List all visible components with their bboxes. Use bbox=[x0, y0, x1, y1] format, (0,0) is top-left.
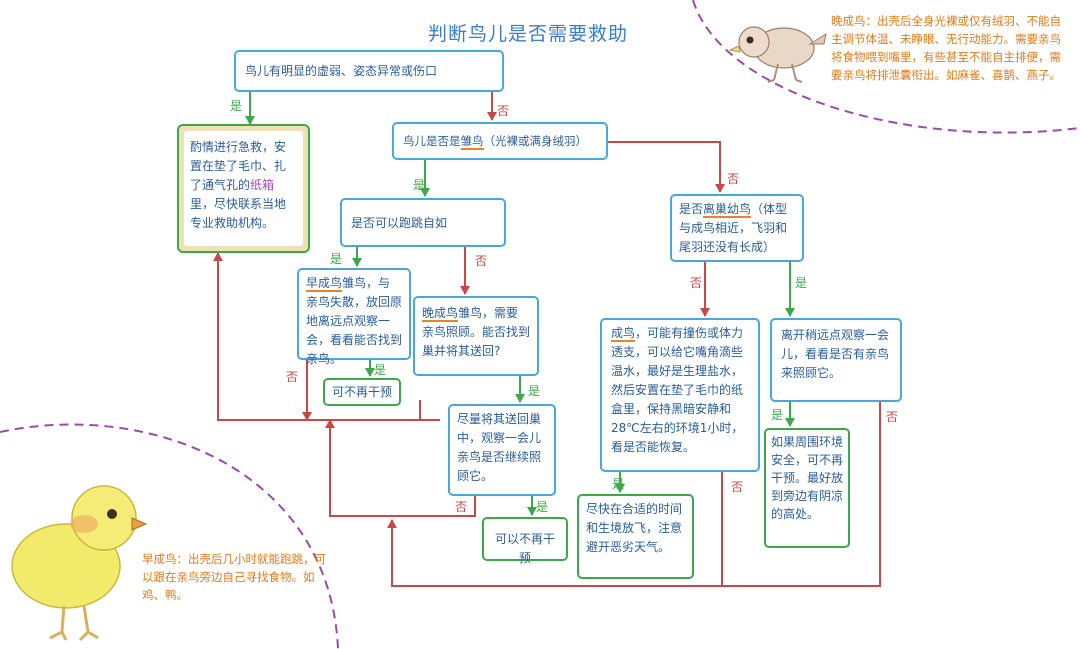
label-yes: 是 bbox=[612, 477, 625, 491]
label-no: 否 bbox=[497, 104, 510, 118]
node-no-intervene-2: 可以不再干预 bbox=[482, 517, 568, 565]
label-no: 否 bbox=[475, 254, 488, 268]
node-can-hop: 是否可以跑跳自如 bbox=[340, 198, 506, 247]
arrowhead bbox=[245, 116, 255, 125]
arrowhead bbox=[700, 308, 710, 317]
line-adult-no bbox=[391, 472, 723, 587]
node-is-nestling: 鸟儿是否是雏鸟（光裸或满身绒羽） bbox=[392, 122, 608, 160]
arrowhead bbox=[715, 184, 725, 193]
node-start: 鸟儿有明显的虚弱、姿态异常或伤口 bbox=[234, 50, 504, 92]
arrowhead bbox=[515, 394, 525, 403]
label-yes: 是 bbox=[795, 276, 808, 290]
node-rescue: 酌情进行急救，安置在垫了毛巾、扎了通气孔的纸箱里，尽快联系当地专业救助机构。 bbox=[177, 124, 310, 253]
line-nestling-fledgling bbox=[608, 141, 721, 192]
precocial-chick-illustration bbox=[11, 485, 148, 642]
node-observe-away: 离开稍远点观察一会儿，看看是否有亲鸟来照顾它。 bbox=[770, 318, 902, 402]
node-release: 尽快在合适的时间和生境放飞，注意避开恶劣天气。 bbox=[577, 494, 694, 579]
label-no: 否 bbox=[727, 172, 740, 186]
node-altricial: 晚成鸟雏鸟，需要亲鸟照顾。能否找到巢并将其送回? bbox=[413, 296, 539, 376]
label-yes: 是 bbox=[330, 252, 343, 266]
arrowhead bbox=[460, 286, 470, 295]
label-no: 否 bbox=[731, 480, 744, 494]
label-yes: 是 bbox=[528, 384, 541, 398]
arrowhead bbox=[365, 368, 375, 377]
dashed-arc-bottom-left bbox=[0, 423, 339, 649]
arrowhead bbox=[420, 188, 430, 197]
label-no: 否 bbox=[286, 370, 299, 384]
label-yes: 是 bbox=[413, 178, 426, 192]
nestling-bird-illustration bbox=[728, 26, 827, 83]
node-no-intervene-1: 可不再干预 bbox=[323, 378, 401, 406]
line-observe-no bbox=[722, 402, 881, 587]
node-fledgling: 是否离巢幼鸟（体型与成鸟相近，飞羽和尾羽还没有长成） bbox=[670, 194, 804, 262]
node-return-nest: 尽量将其送回巢中，观察一会儿亲鸟是否继续照顾它。 bbox=[448, 404, 556, 496]
note-altricial: 晚成鸟：出壳后全身光裸或仅有绒羽、不能自主调节体温、未睁眼、无行动能力。需要亲鸟… bbox=[831, 14, 1061, 82]
node-precocial: 早成鸟雏鸟，与亲鸟失散，放回原地离远点观察一会，看看能否找到亲鸟。 bbox=[297, 268, 411, 366]
arrowhead bbox=[387, 519, 397, 528]
arrowhead bbox=[615, 484, 625, 493]
arrowhead bbox=[213, 252, 223, 261]
label-yes: 是 bbox=[230, 99, 243, 113]
line-return-no bbox=[329, 420, 476, 517]
arrowhead bbox=[527, 507, 537, 516]
label-no: 否 bbox=[886, 410, 899, 424]
label-yes: 是 bbox=[536, 500, 549, 514]
arrowhead bbox=[325, 419, 335, 428]
label-yes: 是 bbox=[374, 363, 387, 377]
label-no: 否 bbox=[455, 500, 468, 514]
arrowhead bbox=[302, 412, 312, 421]
label-no: 否 bbox=[690, 276, 703, 290]
label-yes: 是 bbox=[771, 408, 784, 422]
diagram-title: 判断鸟儿是否需要救助 bbox=[428, 23, 629, 45]
node-adult: 成鸟，可能有撞伤或体力透支，可以给它嘴角滴些温水，最好是生理盐水，然后安置在垫了… bbox=[600, 318, 760, 472]
arrowhead bbox=[785, 308, 795, 317]
line-bus-rescue bbox=[217, 253, 440, 421]
note-precocial: 早成鸟：出壳后几小时就能跑跳，可以跟在亲鸟旁边自己寻找食物。如鸡、鸭。 bbox=[142, 552, 326, 602]
arrowhead bbox=[487, 112, 497, 121]
arrowhead bbox=[352, 258, 362, 267]
arrowhead bbox=[785, 418, 795, 427]
node-safe-env: 如果周围环境安全，可不再干预。最好放到旁边有阴凉的高处。 bbox=[764, 428, 850, 548]
